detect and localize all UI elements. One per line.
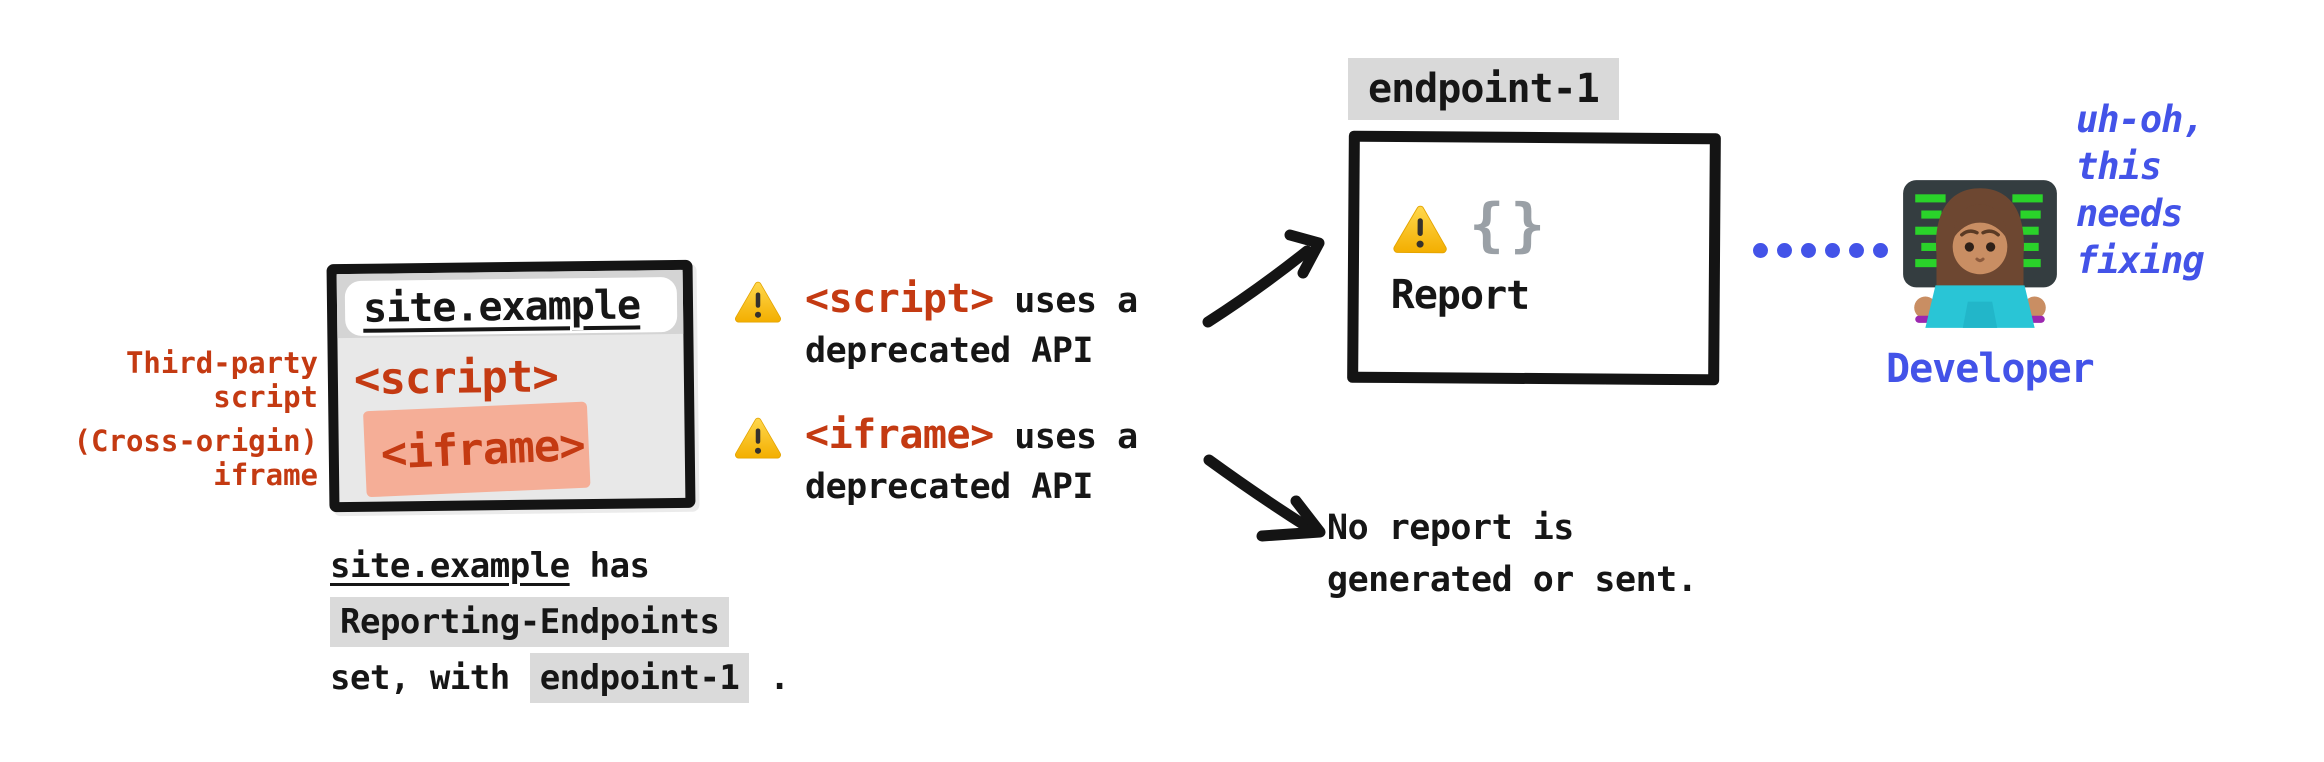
report-word: Report	[1390, 272, 1530, 319]
message-text: <iframe> uses a deprecated API	[805, 412, 1138, 507]
developer-label: Developer	[1886, 346, 2095, 392]
endpoint-1-code: endpoint-1	[529, 653, 750, 703]
address-bar: site.example	[344, 276, 678, 337]
no-report-text: No report is generated or sent.	[1327, 508, 1698, 600]
arrow-to-endpoint-head	[1284, 229, 1325, 279]
report-row: {}	[1391, 190, 1709, 264]
site-browser-window: site.example <script> <iframe>	[326, 259, 696, 513]
message-text: <script> uses a deprecated API	[805, 276, 1138, 371]
caption-line-3: set, with endpoint-1 .	[330, 650, 790, 706]
iframe-deprecation-message: <iframe> uses a deprecated API	[733, 410, 1138, 512]
json-braces-icon: {}	[1468, 190, 1552, 260]
warning-icon	[733, 278, 783, 325]
cross-origin-iframe-label: (Cross-origin) iframe	[73, 424, 318, 492]
address-url: site.example	[362, 281, 641, 332]
developer-thought: uh-oh, this needs fixing	[2076, 98, 2205, 282]
arrow-to-endpoint	[1202, 245, 1313, 328]
arrow-to-no-report-head	[1256, 495, 1326, 542]
side-labels: Third-party script (Cross-origin) iframe	[0, 346, 318, 492]
iframe-code-span: <iframe>	[805, 412, 994, 458]
report-box: {} Report	[1347, 130, 1721, 386]
caption-line-2: Reporting-Endpoints	[330, 594, 789, 650]
arrow-to-no-report	[1203, 454, 1315, 534]
site-caption: site.example has Reporting-Endpoints set…	[330, 538, 790, 706]
woman-technologist-emoji	[1903, 180, 2057, 328]
script-tag-label: <script>	[353, 351, 559, 405]
iframe-highlight-box: <iframe>	[363, 401, 591, 498]
endpoint-1-label: endpoint-1	[1348, 58, 1619, 120]
script-code-span: <script>	[805, 276, 994, 322]
iframe-tag-label: <iframe>	[379, 419, 586, 480]
blue-dotted-connector	[1753, 243, 1888, 258]
warning-icon	[733, 414, 783, 461]
third-party-script-label: Third-party script	[125, 346, 318, 414]
script-deprecation-message: <script> uses a deprecated API	[733, 274, 1138, 376]
caption-site-name: site.example	[330, 546, 570, 586]
code-lines	[1915, 194, 2043, 268]
caption-line-1: site.example has	[330, 546, 650, 586]
reporting-endpoints-code: Reporting-Endpoints	[330, 597, 730, 647]
warning-icon	[1391, 201, 1449, 256]
